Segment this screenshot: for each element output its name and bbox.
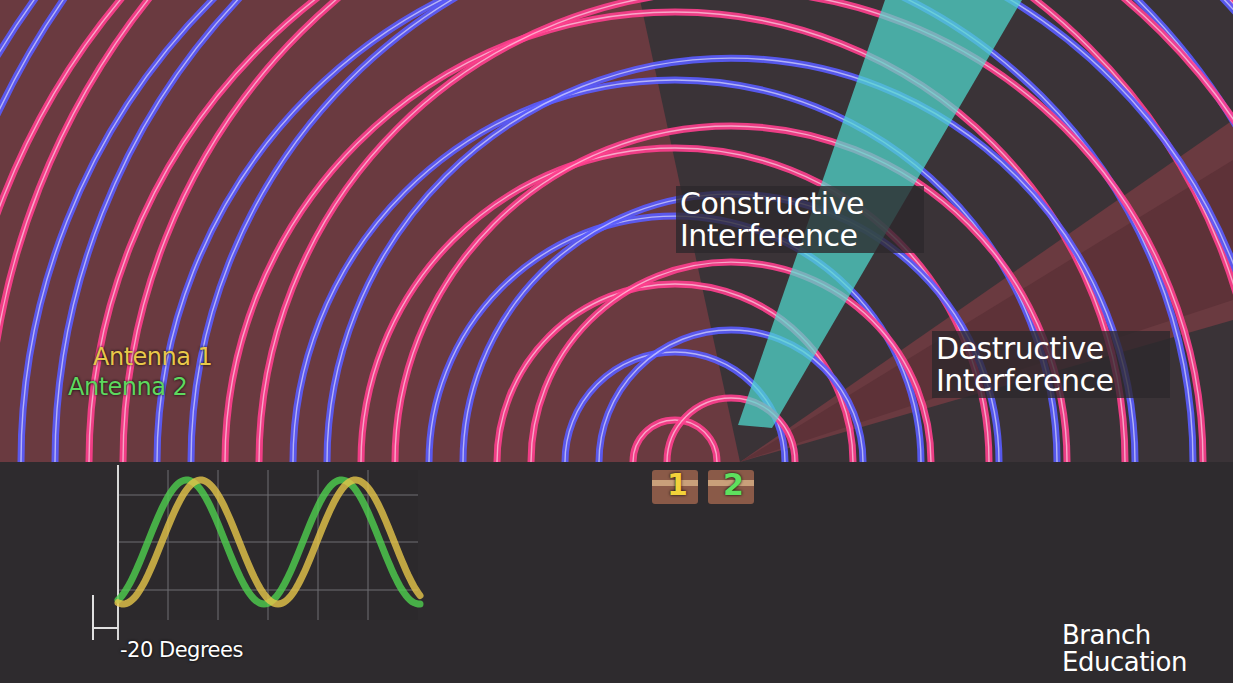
wave-arc (0, 0, 1233, 462)
wave-arc (259, 0, 1203, 462)
wave-arc (531, 262, 931, 462)
callout-number: 2 (723, 470, 743, 500)
wave-arc (361, 148, 989, 462)
antenna-label: Antenna 2 (68, 375, 187, 399)
sine-waves (118, 480, 420, 604)
wave-arc (0, 0, 1233, 462)
wave-arc (599, 330, 863, 462)
wave-arc-highlight (191, 0, 1233, 462)
wave-arc-highlight (0, 0, 1233, 462)
interference-label: Destructive Interference (932, 331, 1170, 398)
wave-arc-highlight (0, 0, 1233, 462)
wave-arc-highlight (531, 262, 931, 462)
wave-arc (293, 80, 1057, 462)
callout-number: 1 (667, 470, 687, 500)
wave-arc (0, 0, 1233, 462)
wave-arc (0, 0, 1233, 462)
wave-arc-highlight (0, 0, 1233, 462)
wave-arc (0, 0, 1233, 462)
wave-arc (55, 0, 1233, 462)
wave-arc-highlight (89, 0, 1233, 462)
wave-arc (89, 0, 1233, 462)
floor (0, 462, 1233, 683)
phase-bracket (93, 595, 118, 640)
wave-arc (327, 58, 1135, 462)
wave-arc (0, 0, 1233, 462)
wave-arc-highlight (395, 126, 1067, 462)
sine-wave (118, 480, 420, 604)
graph-axis (117, 465, 119, 640)
wave-arc-highlight (0, 0, 1233, 462)
wave-arc-highlight (293, 80, 1057, 462)
wave-arc-highlight (0, 0, 1233, 462)
wave-arc-highlight (0, 0, 1233, 462)
antenna-1 (652, 470, 698, 504)
sky-region (0, 0, 1233, 462)
wave-arc-highlight (599, 330, 863, 462)
wave-arc-highlight (327, 58, 1135, 462)
wave-arc-highlight (123, 0, 1233, 462)
wave-arc (0, 0, 1233, 462)
antenna-label: Antenna 1 (93, 345, 212, 369)
wave-arc-highlight (0, 0, 1233, 462)
wave-arc-highlight (361, 148, 989, 462)
wave-arcs (0, 0, 1233, 462)
antenna-pair (652, 470, 754, 504)
wave-arc-highlight (259, 0, 1203, 462)
wave-arc-highlight (157, 0, 1193, 462)
watermark: Branch Education (1062, 622, 1202, 677)
wave-arc (0, 0, 1233, 462)
wave-arc-highlight (55, 0, 1233, 462)
wave-arc (157, 0, 1193, 462)
wave-arc (191, 0, 1233, 462)
sine-wave (118, 480, 420, 604)
antenna-2 (708, 470, 754, 504)
phase-label: -20 Degrees (120, 640, 243, 661)
wave-arc-highlight (0, 0, 1233, 462)
wave-arc-highlight (0, 0, 1233, 462)
wave-arc (0, 0, 1233, 462)
wave-arc (0, 0, 1233, 462)
wave-arc (395, 126, 1067, 462)
wave-arc (0, 0, 1233, 462)
wave-arc-highlight (0, 0, 1233, 462)
wave-arc (21, 0, 1233, 462)
signal-graph (93, 465, 420, 640)
wave-arc-highlight (0, 0, 1233, 462)
wave-arc (0, 0, 1233, 462)
wave-arc-highlight (21, 0, 1233, 462)
wave-arc (123, 0, 1233, 462)
beam-label: Constructive Interference (676, 186, 924, 253)
wave-arc-highlight (0, 0, 1233, 462)
